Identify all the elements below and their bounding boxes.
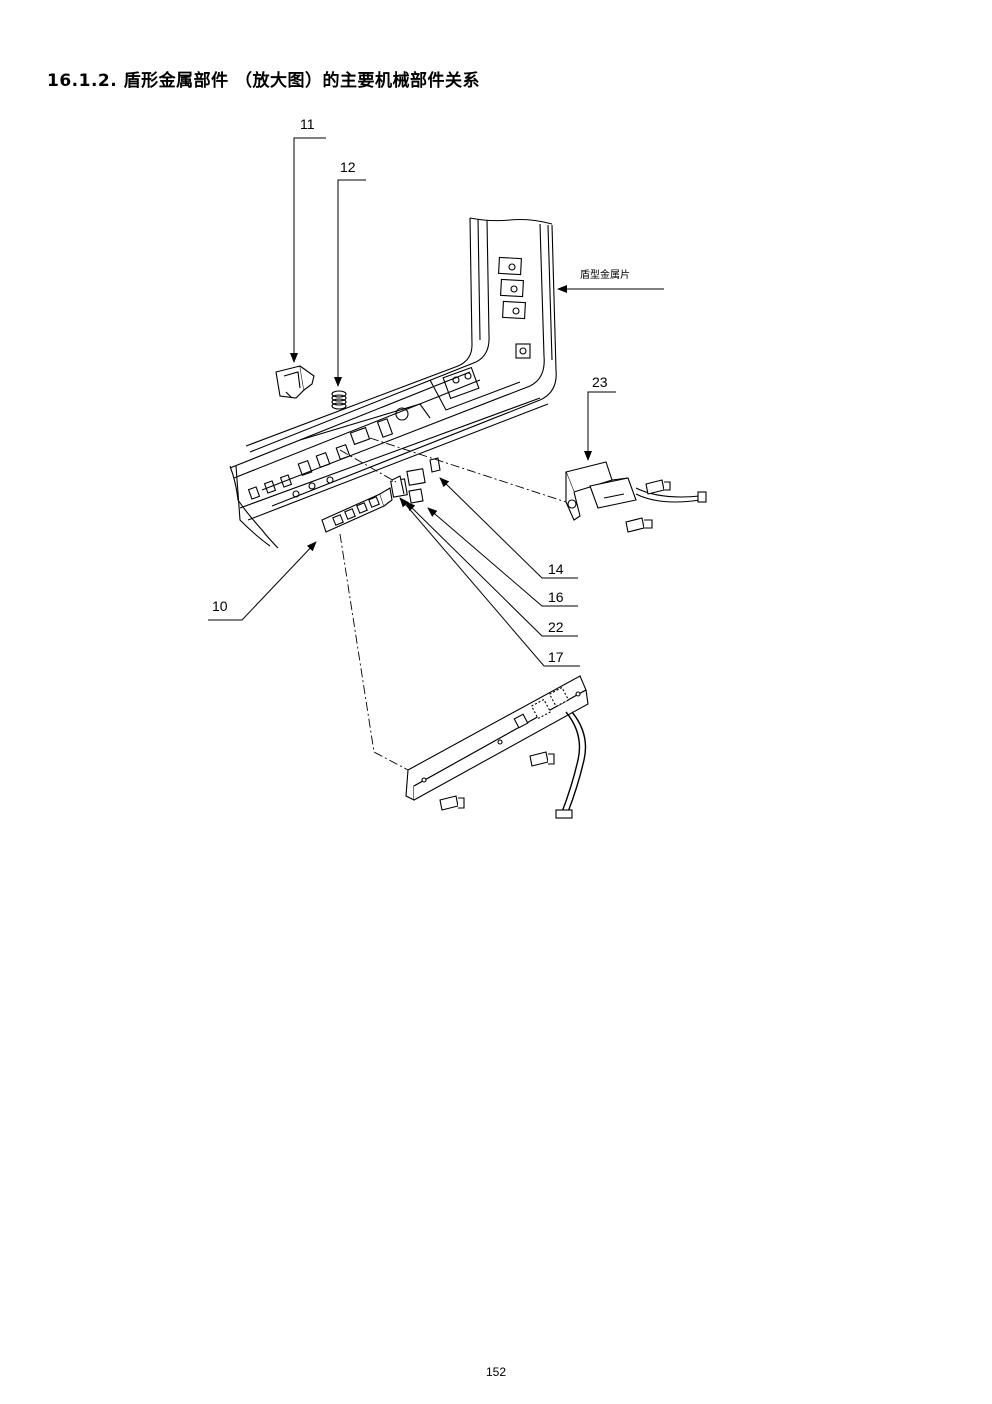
part-11-clip	[275, 365, 315, 399]
page-title: 16.1.2. 盾形金属部件 （放大图）的主要机械部件关系	[47, 71, 481, 91]
small-parts	[390, 457, 441, 504]
callout-23: 23	[592, 374, 608, 390]
callout-10: 10	[212, 598, 228, 614]
leader-lines	[208, 137, 664, 667]
callout-11: 11	[300, 116, 315, 132]
shield-metal-label: 盾型金属片	[580, 268, 630, 281]
page-number: 152	[485, 1365, 507, 1379]
callout-17: 17	[548, 649, 564, 665]
part-23-sensor	[565, 461, 707, 533]
shield-frame	[229, 217, 557, 549]
part-10-holder	[321, 487, 393, 533]
callout-22: 22	[548, 619, 564, 635]
led-circuit-board	[405, 675, 589, 819]
callout-12: 12	[340, 159, 356, 175]
callout-14: 14	[548, 561, 564, 577]
part-12-spring	[331, 390, 347, 410]
callout-16: 16	[548, 589, 564, 605]
assembly-lines	[339, 437, 567, 771]
